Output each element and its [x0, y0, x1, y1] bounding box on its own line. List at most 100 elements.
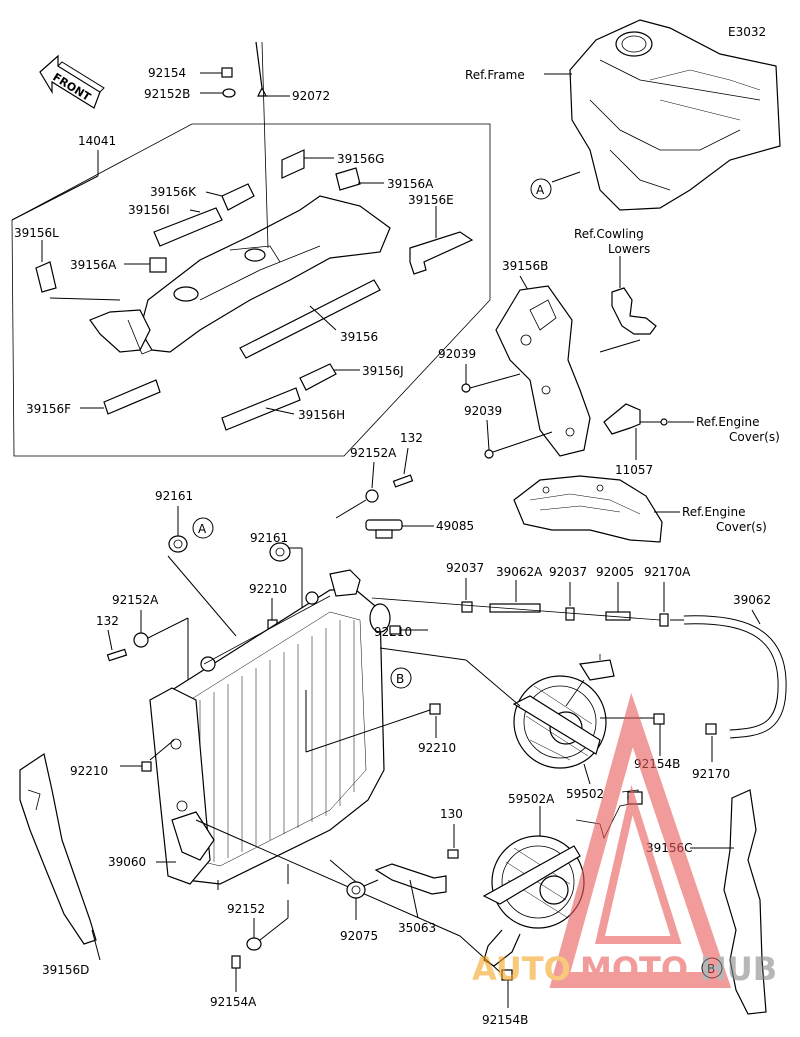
bolt-92154B-b-icon [501, 969, 513, 1008]
fan-59502-part [512, 654, 615, 785]
watermark-logo: AUTO MOTO HUB [472, 692, 777, 988]
grommet-92075-icon [329, 859, 379, 920]
watermark-word-b: MOTO [580, 950, 688, 988]
clip-92170-icon [705, 723, 717, 762]
strip-39156H-icon [221, 387, 301, 431]
label-92039-a: 92039 [438, 347, 476, 361]
label-92005: 92005 [596, 565, 634, 579]
clip-92170A-icon [659, 582, 669, 627]
label-35063: 35063 [398, 921, 436, 935]
label-92161-left: 92161 [155, 489, 193, 503]
label-92210-a: 92210 [249, 582, 287, 596]
callout-a-top: A [530, 178, 552, 200]
washer-92152-icon [217, 880, 289, 951]
label-39156E: 39156E [408, 193, 454, 207]
engine-cover-reference-part [513, 475, 663, 543]
label-59502: 59502 [566, 787, 604, 801]
washer-92152B-icon [200, 88, 236, 98]
pad-39156J-icon [299, 363, 360, 391]
frame-reference-part [544, 19, 781, 211]
cover-39156C-part [690, 789, 767, 1015]
label-39156A-left: 39156A [70, 258, 117, 272]
bolt-130-icon [447, 824, 459, 859]
ref-cowling-1: Ref.Cowling [574, 227, 644, 241]
radiator-39060-part [149, 569, 391, 885]
label-39156B: 39156B [502, 259, 548, 273]
hose-39062-icon [683, 609, 787, 739]
ref-cowling-2: Lowers [608, 242, 650, 256]
label-39156K: 39156K [150, 185, 197, 199]
label-132-top: 132 [400, 431, 423, 445]
callout-b-mid: B [390, 667, 412, 689]
pad-39156G-icon [281, 149, 334, 179]
label-39156: 39156 [340, 330, 378, 344]
label-14041: 14041 [78, 134, 116, 148]
hose-39062A-icon [489, 580, 541, 613]
cowling-bracket-icon [599, 287, 657, 353]
label-92161-mid: 92161 [250, 531, 288, 545]
radiator-cap-49085-icon [365, 519, 434, 539]
pad-39156I-icon [153, 207, 223, 247]
label-39156J: 39156J [362, 364, 404, 378]
clamp-92037-b-icon [565, 582, 575, 621]
bracket-35063-icon [374, 863, 447, 919]
clip-92210-d-icon [305, 690, 441, 753]
label-92039-b: 92039 [464, 404, 502, 418]
bolt-132-top-icon [392, 447, 414, 488]
label-92152A-top: 92152A [350, 446, 397, 460]
label-39156D: 39156D [42, 963, 89, 977]
label-92037-a: 92037 [446, 561, 484, 575]
rod-92072-icon [255, 41, 290, 97]
pad-39156F-icon [80, 379, 161, 415]
label-92152A-left: 92152A [112, 593, 159, 607]
label-92152B: 92152B [144, 87, 190, 101]
ref-engine-cover-b-2: Cover(s) [716, 520, 767, 534]
label-92210-b: 92210 [70, 764, 108, 778]
label-92072: 92072 [292, 89, 330, 103]
svg-text:A: A [198, 522, 207, 536]
bolt-92154A-icon [231, 955, 241, 992]
duct-assembly-frame [11, 123, 491, 457]
label-59502A: 59502A [508, 792, 555, 806]
bracket-11057-icon [603, 403, 668, 460]
label-130: 130 [440, 807, 463, 821]
label-92152: 92152 [227, 902, 265, 916]
label-39156L: 39156L [14, 226, 59, 240]
watermark-word-c: HUB [700, 950, 777, 988]
diagram-code: E3032 [728, 25, 766, 39]
screw-92039-a-icon [461, 364, 521, 393]
label-92170A: 92170A [644, 565, 691, 579]
ref-engine-cover-a-1: Ref.Engine [696, 415, 759, 429]
clip-92210-b-icon [120, 739, 175, 772]
cover-39156D-part [19, 753, 101, 961]
label-92170: 92170 [692, 767, 730, 781]
collar-92152A-top-icon [335, 461, 379, 519]
label-92075: 92075 [340, 929, 378, 943]
ref-frame: Ref.Frame [465, 68, 525, 82]
label-92154B-b: 92154B [482, 1013, 528, 1027]
grommet-92161-mid-icon [269, 542, 303, 610]
air-duct-part [89, 41, 391, 355]
bolt-92154-icon [200, 67, 233, 78]
pad-39156E-icon [409, 206, 474, 275]
label-92154-top: 92154 [148, 66, 186, 80]
label-39062: 39062 [733, 593, 771, 607]
screw-92039-b-icon [484, 419, 553, 459]
pad-39156K-icon [205, 183, 255, 211]
svg-text:B: B [396, 672, 404, 686]
bolt-132-left-icon [106, 629, 128, 662]
ref-engine-cover-a-2: Cover(s) [729, 430, 780, 444]
label-132-left: 132 [96, 614, 119, 628]
pad-39156L-icon [35, 240, 121, 301]
pad-39156A-left-icon [124, 257, 167, 273]
label-39156H: 39156H [298, 408, 345, 422]
callout-a-mid: A [192, 517, 214, 539]
label-39156I: 39156I [128, 203, 170, 217]
clip-92210-c-icon [389, 625, 428, 635]
label-92210-d: 92210 [418, 741, 456, 755]
label-92154A: 92154A [210, 995, 257, 1009]
label-92037-b: 92037 [549, 565, 587, 579]
label-39062A: 39062A [496, 565, 543, 579]
